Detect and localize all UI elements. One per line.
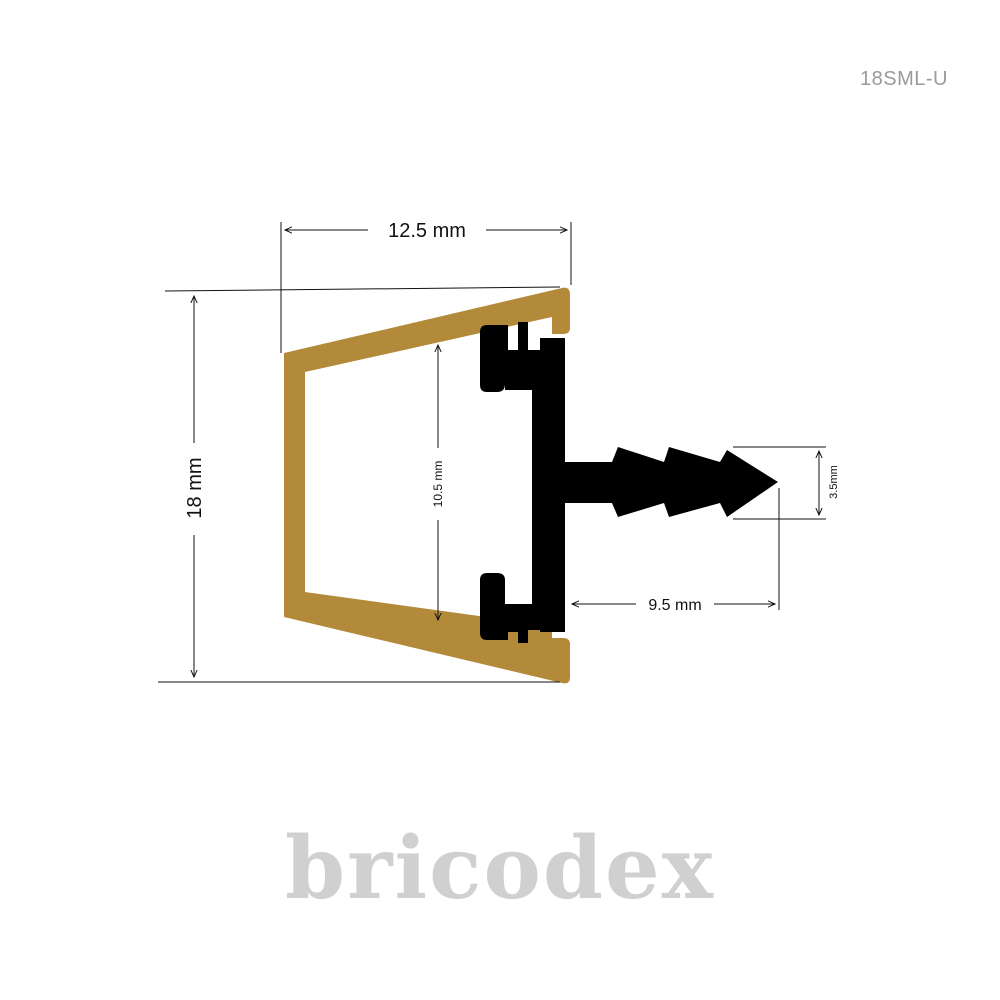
inner-height-label: 10.5 mm — [431, 461, 445, 508]
width-label: 12.5 mm — [388, 220, 466, 242]
model-code: 18SML-U — [860, 68, 948, 90]
brand-logo: bricodex — [285, 818, 715, 919]
height-extension-top — [164, 286, 561, 292]
height-label: 18 mm — [184, 457, 206, 518]
clip-length-label: 9.5 mm — [648, 597, 701, 614]
clip-width-label: 3.5mm — [828, 465, 840, 499]
mounting-clip — [480, 322, 778, 643]
aluminium-profile — [284, 287, 570, 684]
